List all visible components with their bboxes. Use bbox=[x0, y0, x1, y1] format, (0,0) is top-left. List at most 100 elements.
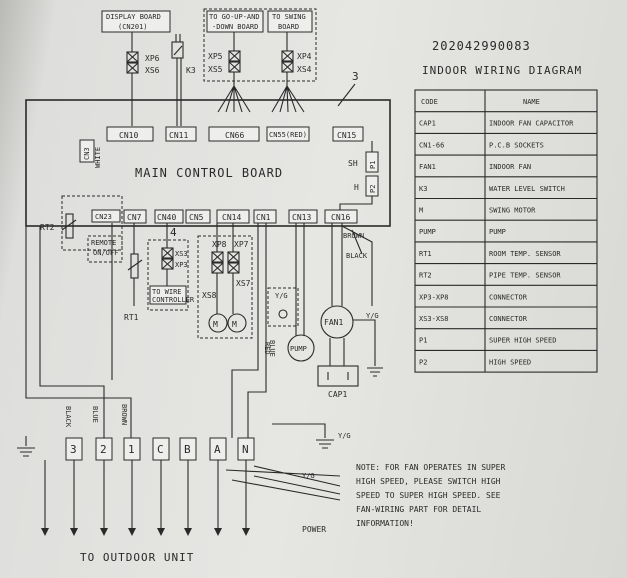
wire-controller-box bbox=[149, 285, 187, 305]
water-level-switch-k3: K3 bbox=[171, 41, 196, 75]
legend-code: PUMP bbox=[419, 228, 436, 236]
port-cn5 bbox=[185, 209, 211, 224]
remote-group bbox=[61, 195, 123, 251]
svg-text:Y/G: Y/G bbox=[366, 312, 379, 320]
legend-code: XP3-XP8 bbox=[419, 293, 449, 301]
legend-code: P1 bbox=[419, 337, 427, 345]
swing-motor-icon: M M bbox=[208, 313, 247, 333]
port-cn1 bbox=[253, 209, 277, 224]
diagram-title: INDOOR WIRING DIAGRAM bbox=[422, 64, 582, 77]
svg-text:CN14: CN14 bbox=[222, 213, 241, 222]
remote-onoff-box bbox=[87, 235, 123, 263]
legend-code: RT1 bbox=[419, 250, 432, 258]
svg-text:XP8: XP8 bbox=[212, 240, 227, 249]
svg-text:WHITE: WHITE bbox=[94, 147, 102, 168]
svg-text:CN66: CN66 bbox=[225, 131, 244, 140]
svg-text:XS5: XS5 bbox=[208, 65, 223, 74]
svg-text:HIGH SPEED, PLEASE SWITCH HIGH: HIGH SPEED, PLEASE SWITCH HIGH bbox=[356, 477, 501, 486]
svg-text:XS3: XS3 bbox=[175, 250, 188, 258]
svg-text:CAP1: CAP1 bbox=[328, 390, 347, 399]
legend-name: PUMP bbox=[489, 228, 506, 236]
svg-text:XP3: XP3 bbox=[175, 261, 188, 269]
svg-text:CN15: CN15 bbox=[337, 131, 356, 140]
svg-text:BROWN: BROWN bbox=[120, 404, 128, 425]
svg-text:CN23: CN23 bbox=[95, 213, 112, 221]
legend-name: PIPE TEMP. SENSOR bbox=[489, 272, 561, 280]
svg-text:M: M bbox=[232, 320, 237, 329]
svg-text:BLUE: BLUE bbox=[268, 340, 276, 357]
port-cn13 bbox=[288, 209, 318, 224]
fan-note: NOTE: FOR FAN OPERATES IN SUPER HIGH SPE… bbox=[356, 463, 505, 528]
svg-text:CN11: CN11 bbox=[169, 131, 188, 140]
legend-code: FAN1 bbox=[419, 163, 436, 171]
legend-code: P2 bbox=[419, 358, 427, 366]
svg-text:Y/G: Y/G bbox=[275, 292, 288, 300]
legend-code: XS3-XS8 bbox=[419, 315, 449, 323]
connector-xp5-xs5: XP5 XS5 bbox=[208, 50, 241, 74]
svg-text:PUMP: PUMP bbox=[290, 345, 307, 353]
board-bottom-ports: CN7 CN40 CN5 CN14 CN1 CN13 CN16 bbox=[123, 209, 358, 224]
svg-text:XP4: XP4 bbox=[297, 52, 312, 61]
svg-text:XS4: XS4 bbox=[297, 65, 312, 74]
legend-code: CAP1 bbox=[419, 120, 436, 128]
svg-text:CN7: CN7 bbox=[127, 213, 142, 222]
svg-text:SPEED TO SUPER HIGH SPEED. SEE: SPEED TO SUPER HIGH SPEED. SEE bbox=[356, 491, 501, 500]
port-cn66 bbox=[208, 126, 260, 142]
svg-text:CN16: CN16 bbox=[331, 213, 350, 222]
svg-text:BROWN: BROWN bbox=[343, 232, 364, 240]
legend-name: SWING MOTOR bbox=[489, 207, 536, 215]
fan-ground-icon bbox=[367, 367, 383, 377]
legend-code: M bbox=[419, 207, 423, 215]
legend-name: ROOM TEMP. SENSOR bbox=[489, 250, 561, 258]
legend-name: P.C.B SOCKETS bbox=[489, 141, 544, 149]
legend-name: INDOOR FAN CAPACITOR bbox=[489, 120, 574, 128]
outdoor-ground-icon bbox=[17, 447, 35, 457]
legend-frame bbox=[414, 89, 598, 373]
svg-text:RT1: RT1 bbox=[124, 313, 139, 322]
outdoor-arrows bbox=[41, 460, 250, 536]
svg-text:BOARD: BOARD bbox=[278, 23, 299, 31]
legend-code: K3 bbox=[419, 185, 427, 193]
svg-text:RED: RED bbox=[263, 342, 271, 355]
svg-text:XP7: XP7 bbox=[234, 240, 249, 249]
svg-text:P2: P2 bbox=[369, 185, 377, 193]
legend-name: CONNECTOR bbox=[489, 315, 528, 323]
swing-motor-group bbox=[197, 235, 253, 339]
legend-header-name: NAME bbox=[523, 98, 540, 106]
svg-text:CN55(RED): CN55(RED) bbox=[269, 131, 307, 139]
rt2-label: RT2 bbox=[40, 223, 55, 232]
part-number: 202042990083 bbox=[432, 39, 531, 53]
board-top-ports: CN10 CN11 CN66 CN55(RED) CN15 bbox=[106, 126, 364, 142]
legend-name: CONNECTOR bbox=[489, 293, 528, 301]
svg-text:CN1: CN1 bbox=[256, 213, 271, 222]
svg-text:B: B bbox=[184, 443, 192, 456]
svg-text:A: A bbox=[214, 443, 222, 456]
svg-text:DISPLAY BOARD: DISPLAY BOARD bbox=[106, 13, 161, 21]
fan-capacitor bbox=[317, 365, 359, 387]
svg-text:TO SWING: TO SWING bbox=[272, 13, 306, 21]
display-board-box: DISPLAY BOARD (CN201) bbox=[101, 10, 171, 33]
terminal-block: 3 2 1 C B A N bbox=[17, 436, 255, 461]
wire-controller-group bbox=[147, 239, 189, 311]
svg-text:CN40: CN40 bbox=[157, 213, 176, 222]
outdoor-label: TO OUTDOOR UNIT bbox=[80, 551, 194, 564]
indoor-fan-icon bbox=[320, 305, 354, 339]
svg-text:XS8: XS8 bbox=[202, 291, 217, 300]
power-label: POWER bbox=[302, 525, 326, 534]
svg-text:TO WIRE: TO WIRE bbox=[152, 288, 182, 296]
svg-text:K3: K3 bbox=[186, 66, 196, 75]
svg-text:XS7: XS7 bbox=[236, 279, 251, 288]
port-cn11 bbox=[165, 126, 197, 142]
svg-text:2: 2 bbox=[100, 443, 108, 456]
swing-board-box: TO SWING BOARD bbox=[267, 10, 313, 33]
pump-ground-box bbox=[267, 287, 299, 327]
svg-text:1: 1 bbox=[128, 443, 136, 456]
rt2-sensor bbox=[65, 213, 74, 239]
svg-text:3: 3 bbox=[352, 70, 360, 83]
connector-xp6-xs6: XP6 XS6 bbox=[126, 51, 160, 75]
board-label: MAIN CONTROL BOARD bbox=[135, 166, 283, 180]
port-cn3 bbox=[79, 139, 95, 163]
